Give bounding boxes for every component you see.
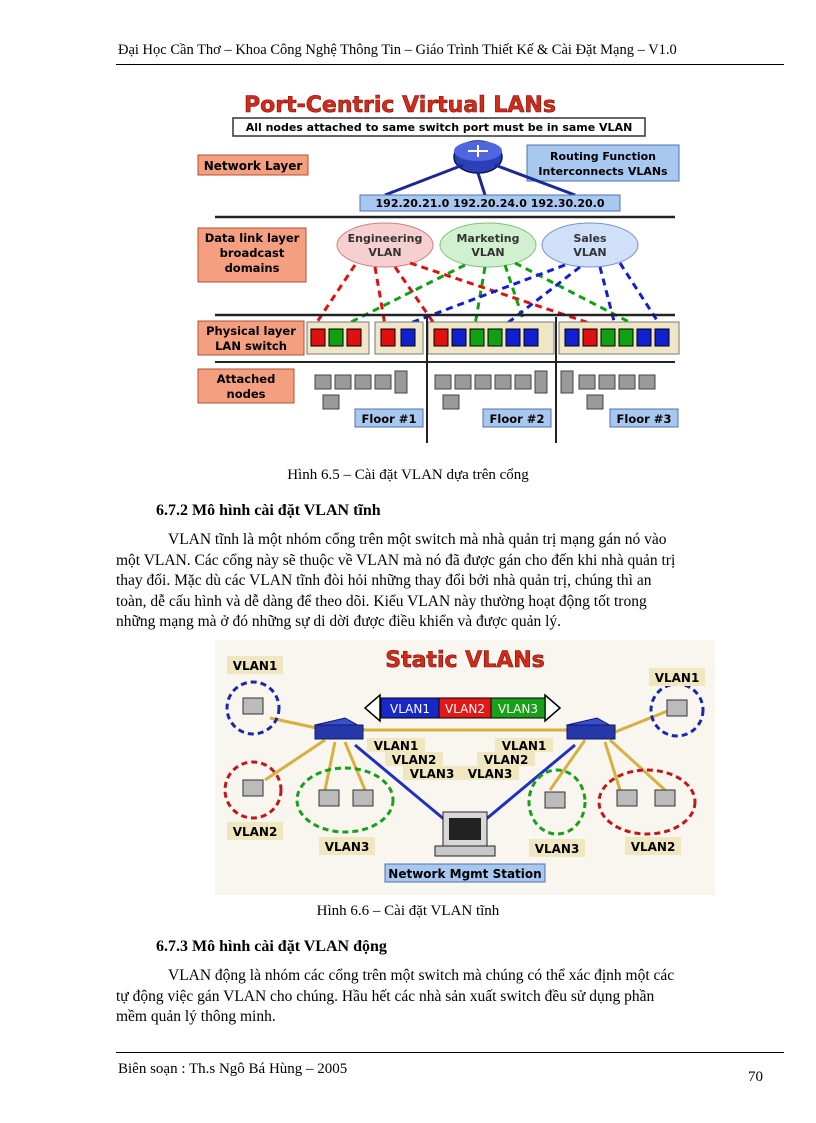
label-datalink-1: Data link layer bbox=[205, 231, 300, 245]
figure-port-centric-vlans: Port-Centric Virtual LANs All nodes atta… bbox=[195, 85, 685, 445]
label-vlan2-right: VLAN2 bbox=[631, 840, 676, 854]
page-header: Đại Học Cần Thơ – Khoa Công Nghệ Thông T… bbox=[118, 42, 677, 58]
figure1-title: Port-Centric Virtual LANs bbox=[244, 93, 556, 118]
label-vlan2-left: VLAN2 bbox=[233, 825, 278, 839]
cloud-engineering-label: Engineering bbox=[348, 232, 423, 245]
figure1-subtitle: All nodes attached to same switch port m… bbox=[246, 121, 633, 134]
cloud-marketing-vlan: VLAN bbox=[471, 246, 504, 259]
right-link-vlan1: VLAN1 bbox=[502, 739, 547, 753]
para-line: những mạng mà ở đó những sự di dời được … bbox=[116, 613, 562, 630]
section-672-heading: 6.7.2 Mô hình cài đặt VLAN tĩnh bbox=[156, 502, 381, 519]
label-datalink-3: domains bbox=[225, 261, 280, 275]
lan-switches bbox=[306, 321, 680, 355]
cloud-marketing bbox=[439, 222, 537, 268]
computer-icons bbox=[314, 370, 656, 410]
label-attached-1: Attached bbox=[217, 372, 276, 386]
label-floor3: Floor #3 bbox=[617, 412, 672, 426]
label-datalink-2: broadcast bbox=[220, 246, 285, 260]
left-link-vlan1: VLAN1 bbox=[374, 739, 419, 753]
label-routing-1: Routing Function bbox=[550, 150, 656, 163]
cloud-sales bbox=[541, 222, 639, 268]
para-line: tự động việc gán VLAN cho chúng. Hầu hết… bbox=[116, 987, 655, 1005]
figure2-caption: Hình 6.6 – Cài đặt VLAN tĩnh bbox=[316, 903, 500, 919]
footer-author: Biên soạn : Th.s Ngô Bá Hùng – 2005 bbox=[118, 1061, 348, 1077]
figure1-caption: Hình 6.5 – Cài đặt VLAN dựa trên cổng bbox=[287, 467, 529, 483]
label-attached-2: nodes bbox=[227, 387, 266, 401]
trunk-vlan2: VLAN2 bbox=[445, 702, 485, 716]
cloud-engineering bbox=[336, 222, 434, 268]
label-vlan3-left: VLAN3 bbox=[325, 840, 370, 854]
right-link-vlan2: VLAN2 bbox=[484, 753, 529, 767]
trunk-vlan1: VLAN1 bbox=[390, 702, 430, 716]
cloud-marketing-label: Marketing bbox=[456, 232, 519, 245]
para-line: toàn, dễ cấu hình và dễ dàng để theo dõi… bbox=[116, 592, 647, 610]
para-line: mềm quản lý thông minh. bbox=[116, 1008, 276, 1025]
label-vlan3-right: VLAN3 bbox=[535, 842, 580, 856]
figure2-title: Static VLANs bbox=[385, 648, 545, 673]
section-672-body: VLAN tĩnh là một nhóm cổng trên một swit… bbox=[116, 530, 767, 551]
label-physical-2: LAN switch bbox=[215, 339, 287, 353]
cloud-sales-vlan: VLAN bbox=[573, 246, 606, 259]
header-rule bbox=[116, 64, 784, 65]
label-addresses: 192.20.21.0 192.20.24.0 192.30.20.0 bbox=[376, 197, 605, 210]
label-floor1: Floor #1 bbox=[362, 412, 417, 426]
left-link-vlan2: VLAN2 bbox=[392, 753, 437, 767]
para-line: VLAN động là nhóm các cổng trên một swit… bbox=[168, 967, 675, 984]
para-line: một VLAN. Các cổng này sẽ thuộc về VLAN … bbox=[116, 551, 676, 569]
page-number: 70 bbox=[748, 1069, 763, 1085]
para-line: thay đổi. Mặc dù các VLAN tĩnh đòi hỏi n… bbox=[116, 572, 652, 589]
label-physical-1: Physical layer bbox=[206, 324, 296, 338]
footer-rule bbox=[116, 1052, 784, 1053]
label-floor2: Floor #2 bbox=[490, 412, 545, 426]
label-routing-2: Interconnects VLANs bbox=[538, 165, 668, 178]
label-network-layer: Network Layer bbox=[204, 159, 303, 173]
cloud-sales-label: Sales bbox=[573, 232, 607, 245]
trunk-vlan3: VLAN3 bbox=[498, 702, 538, 716]
label-mgmt-station: Network Mgmt Station bbox=[388, 867, 541, 881]
section-673-heading: 6.7.3 Mô hình cài đặt VLAN động bbox=[156, 938, 387, 955]
section-673-body: VLAN động là nhóm các cổng trên một swit… bbox=[116, 966, 767, 987]
section-672-body-cont: một VLAN. Các cổng này sẽ thuộc về VLAN … bbox=[116, 551, 767, 633]
label-vlan1-right: VLAN1 bbox=[655, 671, 700, 685]
section-673-body-cont: tự động việc gán VLAN cho chúng. Hầu hết… bbox=[116, 987, 767, 1028]
cloud-engineering-vlan: VLAN bbox=[368, 246, 401, 259]
pc-icons bbox=[242, 697, 688, 809]
figure-static-vlans: Static VLANs VLAN1 VLAN2 VLAN3 VLAN1 VLA… bbox=[215, 640, 715, 895]
label-vlan1-left: VLAN1 bbox=[233, 659, 278, 673]
right-link-vlan3: VLAN3 bbox=[468, 767, 513, 781]
para-line: VLAN tĩnh là một nhóm cổng trên một swit… bbox=[168, 531, 667, 548]
left-link-vlan3: VLAN3 bbox=[410, 767, 455, 781]
